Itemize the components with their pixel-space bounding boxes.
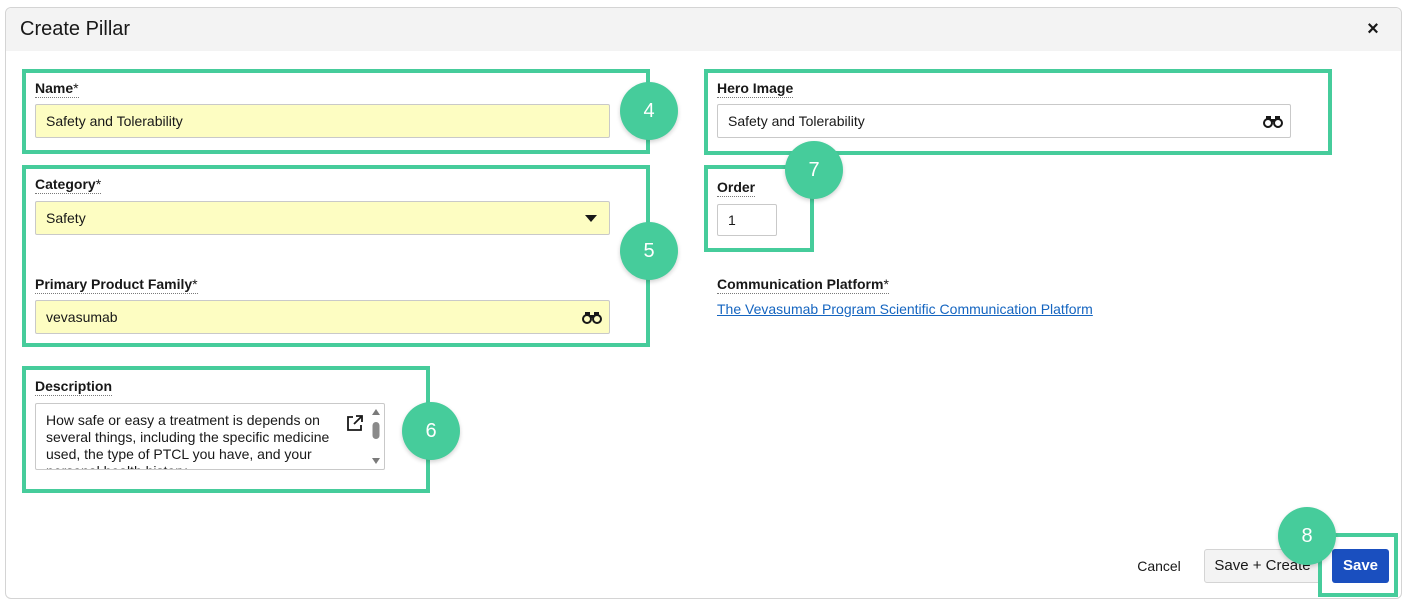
- callout-badge-6: 6: [402, 402, 460, 460]
- category-label: Category*: [35, 176, 102, 194]
- callout-badge-5: 5: [620, 222, 678, 280]
- description-scrollbar[interactable]: [370, 406, 382, 467]
- dialog-header: Create Pillar ×: [6, 8, 1401, 51]
- binoculars-icon[interactable]: [582, 309, 602, 325]
- name-label: Name*: [35, 80, 79, 98]
- callout-badge-4: 4: [620, 82, 678, 140]
- callout-badge-7: 7: [785, 141, 843, 199]
- highlight-box-name: [22, 69, 650, 154]
- cancel-button[interactable]: Cancel: [1137, 558, 1181, 574]
- external-link-icon[interactable]: [346, 414, 364, 432]
- caret-down-icon: [585, 215, 597, 222]
- description-label: Description: [35, 378, 113, 396]
- save-button[interactable]: Save: [1332, 549, 1389, 583]
- order-input[interactable]: 1: [717, 204, 777, 236]
- highlight-box-order: [704, 165, 814, 252]
- order-label: Order: [717, 179, 756, 197]
- hero-image-input[interactable]: Safety and Tolerability: [717, 104, 1291, 138]
- communication-platform-label: Communication Platform*: [717, 276, 889, 294]
- communication-platform-link[interactable]: The Vevasumab Program Scientific Communi…: [717, 301, 1093, 317]
- name-input[interactable]: Safety and Tolerability: [35, 104, 610, 138]
- dialog-title: Create Pillar: [20, 18, 131, 40]
- binoculars-icon[interactable]: [1263, 113, 1283, 129]
- category-value: Safety: [46, 210, 86, 226]
- highlight-box-hero-image: [704, 69, 1332, 155]
- highlight-box-save: [1318, 533, 1398, 597]
- hero-image-label: Hero Image: [717, 80, 794, 98]
- product-family-label: Primary Product Family*: [35, 276, 198, 294]
- hero-image-value: Safety and Tolerability: [728, 113, 865, 129]
- description-textarea[interactable]: How safe or easy a treatment is depends …: [35, 403, 385, 470]
- close-icon[interactable]: ×: [1367, 18, 1379, 40]
- category-select[interactable]: Safety: [35, 201, 610, 235]
- highlight-box-description: [22, 366, 430, 493]
- product-family-value: vevasumab: [46, 309, 118, 325]
- description-text: How safe or easy a treatment is depends …: [46, 412, 330, 469]
- product-family-input[interactable]: vevasumab: [35, 300, 610, 334]
- callout-badge-8: 8: [1278, 507, 1336, 565]
- highlight-box-category: [22, 165, 650, 347]
